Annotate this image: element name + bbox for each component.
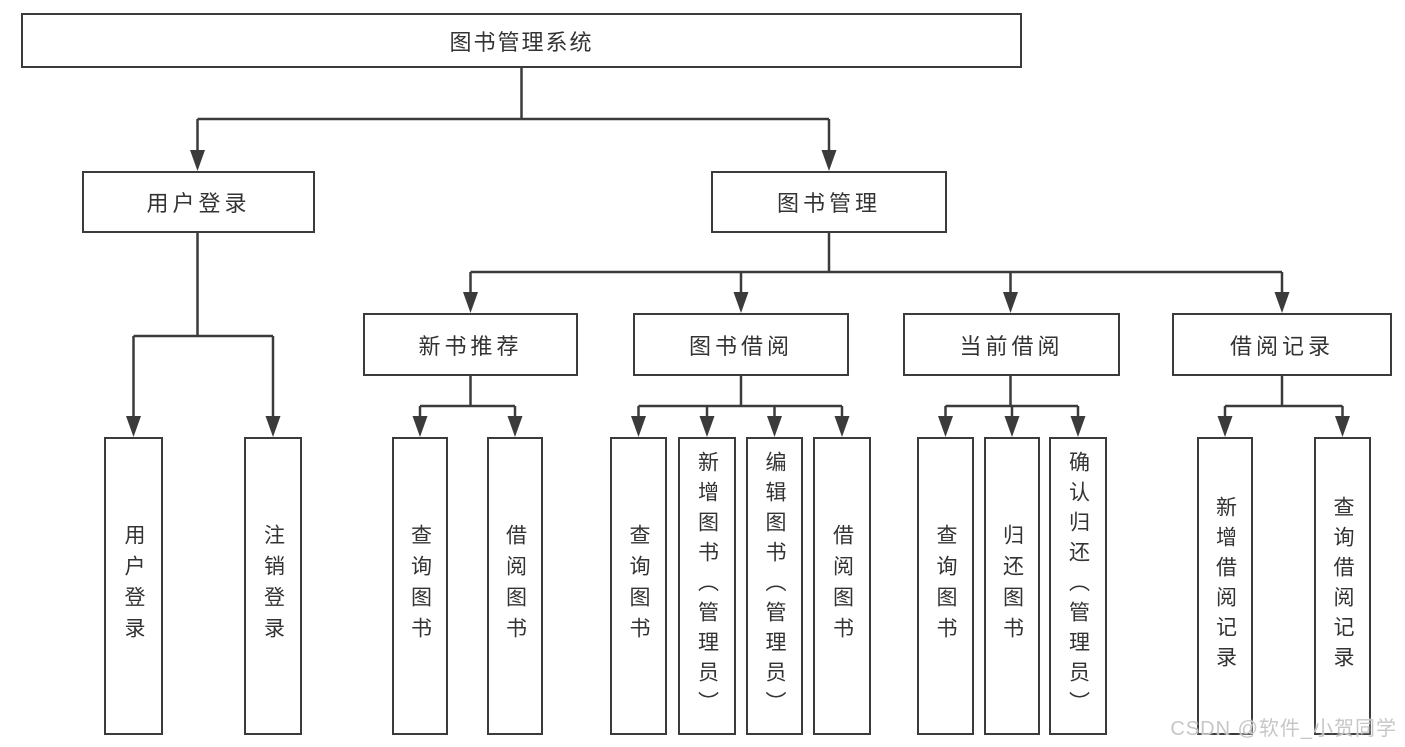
leaf-user-login: 用户登录 (104, 437, 163, 735)
node-book-management: 图书管理 (711, 171, 947, 233)
csdn-watermark: CSDN @软件_小贺同学 (1170, 718, 1397, 740)
node-label: 借阅图书 (503, 524, 527, 648)
node-label: 查询借阅记录 (1331, 496, 1354, 676)
node-label: 借阅图书 (830, 524, 854, 648)
leaf-confirm-return-admin: 确认归还（管理员） (1049, 437, 1107, 735)
leaf-logout: 注销登录 (244, 437, 302, 735)
connector-new-book-recommend-to-leaves (418, 376, 517, 420)
leaf-borrow-books: 借阅图书 (813, 437, 871, 735)
node-label: 图书借阅 (688, 333, 793, 359)
leaf-return-books: 归还图书 (984, 437, 1040, 735)
leaf-add-borrow-record: 新增借阅记录 (1197, 437, 1253, 735)
connector-root-to-level2 (196, 68, 831, 153)
node-label: 图书管理 (776, 191, 881, 216)
node-user-login: 用户登录 (82, 171, 315, 233)
leaf-query-borrow-record: 查询借阅记录 (1314, 437, 1371, 735)
node-label: 图书管理系统 (449, 29, 594, 55)
node-borrow-records: 借阅记录 (1172, 313, 1392, 376)
node-label: 编辑图书（管理员） (763, 451, 786, 721)
leaf-edit-books-admin: 编辑图书（管理员） (746, 437, 803, 735)
node-label: 借阅记录 (1229, 333, 1334, 359)
connector-user-login-to-leaves (132, 233, 275, 419)
leaf-borrow-query-books: 查询图书 (610, 437, 667, 735)
leaf-recommend-query-books: 查询图书 (392, 437, 448, 735)
node-label: 用户登录 (146, 191, 251, 216)
connector-borrow-records-to-leaves (1223, 376, 1344, 420)
node-label: 当前借阅 (959, 333, 1064, 359)
connector-book-borrow-to-leaves (637, 376, 844, 420)
connector-book-management-to-level3 (469, 233, 1284, 296)
node-label: 新书推荐 (418, 333, 523, 359)
node-label: 归还图书 (1000, 524, 1024, 648)
leaf-recommend-borrow-books: 借阅图书 (487, 437, 543, 735)
node-label: 新增图书（管理员） (695, 451, 719, 721)
node-current-borrow: 当前借阅 (903, 313, 1120, 376)
node-label: 注销登录 (261, 524, 285, 648)
leaf-add-books-admin: 新增图书（管理员） (678, 437, 736, 735)
node-book-borrow: 图书借阅 (633, 313, 849, 376)
node-label: 查询图书 (627, 524, 650, 648)
leaf-current-query-books: 查询图书 (917, 437, 974, 735)
node-new-book-recommend: 新书推荐 (363, 313, 578, 376)
node-label: 用户登录 (122, 524, 145, 648)
node-label: 查询图书 (934, 524, 957, 648)
node-label: 确认归还（管理员） (1066, 451, 1090, 721)
connector-current-borrow-to-leaves (944, 376, 1080, 420)
node-library-management-system: 图书管理系统 (21, 13, 1022, 68)
node-label: 查询图书 (408, 524, 432, 648)
node-label: 新增借阅记录 (1213, 496, 1237, 676)
